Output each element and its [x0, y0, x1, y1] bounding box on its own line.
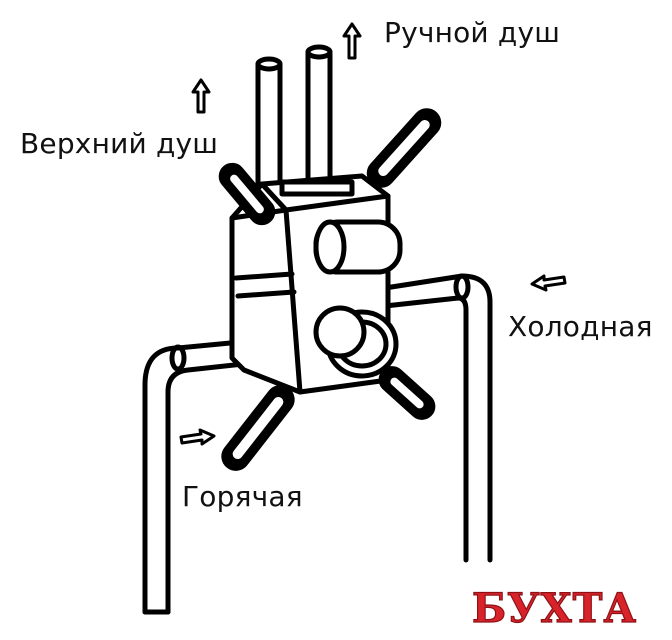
mounting-bracket-bottom-left — [221, 385, 295, 471]
hand-shower-label: Ручной душ — [384, 16, 561, 49]
mounting-bracket-top-right — [366, 108, 442, 188]
lower-cartridge — [313, 305, 399, 379]
upper-cartridge — [313, 219, 403, 275]
arrow-up-hand-shower — [342, 22, 362, 60]
cold-water-label: Холодная — [508, 310, 653, 343]
mounting-bracket-top-left — [218, 162, 276, 226]
mounting-bracket-bottom-right — [378, 366, 436, 420]
cold-supply-pipe — [382, 273, 493, 563]
watermark-text: БУХТА — [472, 585, 637, 632]
overhead-shower-label: Верхний душ — [20, 127, 219, 160]
arrow-left-cold — [530, 274, 567, 292]
hot-supply-pipe — [142, 337, 265, 615]
arrow-right-hot — [179, 428, 216, 446]
arrow-up-overhead-shower — [191, 78, 211, 114]
outlet-pipes — [255, 44, 333, 191]
buhta-watermark-logo: БУХТА — [471, 584, 637, 632]
hot-water-label: Горячая — [182, 480, 303, 513]
